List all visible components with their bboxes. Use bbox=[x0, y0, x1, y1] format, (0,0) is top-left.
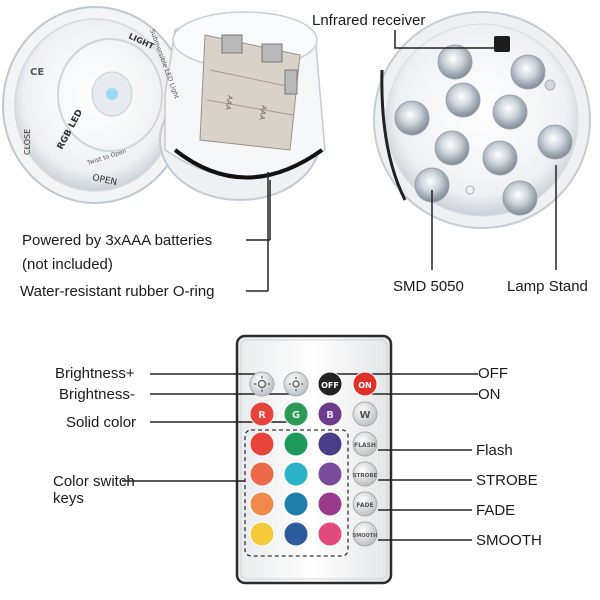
color-key-button[interactable] bbox=[283, 461, 309, 487]
brightness-down-icon bbox=[289, 377, 303, 391]
w-button-label: W bbox=[359, 410, 370, 421]
color-key-button[interactable] bbox=[317, 491, 343, 517]
g-button-label: G bbox=[292, 410, 300, 421]
fade-button-label: FADE bbox=[356, 502, 373, 509]
ce-mark: CE bbox=[30, 67, 44, 78]
color-key-button[interactable] bbox=[317, 431, 343, 457]
off-button[interactable] bbox=[317, 371, 343, 397]
brightness-down-label: Brightness- bbox=[59, 386, 135, 403]
color-switch-label: Color switch bbox=[53, 473, 135, 490]
close-print: CLOSE bbox=[23, 129, 32, 155]
smd-5050-label: SMD 5050 bbox=[393, 278, 464, 295]
brightness-up-label: Brightness+ bbox=[55, 365, 135, 382]
logo-icon bbox=[106, 88, 118, 100]
color-key-button[interactable] bbox=[249, 521, 275, 547]
color-switch-keys-label: keys bbox=[53, 490, 84, 507]
top-leader-lines bbox=[246, 30, 557, 292]
color-key-button[interactable] bbox=[249, 461, 275, 487]
aaa-print-1: AAA bbox=[223, 95, 233, 111]
device-battery-base bbox=[159, 11, 326, 201]
off-label: OFF bbox=[478, 365, 508, 382]
white-solid-button[interactable] bbox=[352, 401, 378, 427]
color-key-button[interactable] bbox=[249, 431, 275, 457]
solid-color-label: Solid color bbox=[66, 414, 137, 431]
strobe-button[interactable] bbox=[352, 461, 378, 487]
brightness-down-button[interactable] bbox=[283, 371, 309, 397]
color-keys-group bbox=[244, 429, 349, 557]
on-button[interactable] bbox=[352, 371, 378, 397]
on-button-label: ON bbox=[358, 381, 372, 390]
brightness-up-icon bbox=[254, 376, 270, 392]
color-key-button[interactable] bbox=[249, 491, 275, 517]
color-key-button[interactable] bbox=[283, 431, 309, 457]
led-face bbox=[373, 11, 591, 229]
infrared-receiver-chip bbox=[494, 36, 510, 52]
batteries-note-label: (not included) bbox=[22, 256, 113, 273]
battery-spring-contact bbox=[261, 43, 283, 63]
off-button-label: OFF bbox=[321, 381, 339, 390]
lamp-stand-label: Lamp Stand bbox=[507, 278, 588, 295]
rubber-o-ring bbox=[173, 148, 324, 180]
green-solid-button[interactable] bbox=[283, 401, 309, 427]
red-solid-button[interactable] bbox=[249, 401, 275, 427]
blue-solid-button[interactable] bbox=[317, 401, 343, 427]
color-key-button[interactable] bbox=[283, 491, 309, 517]
o-ring-label: Water-resistant rubber O-ring bbox=[20, 283, 215, 300]
smooth-label: SMOOTH bbox=[476, 532, 542, 549]
fade-button[interactable] bbox=[352, 491, 378, 517]
batteries-label: Powered by 3xAAA batteries bbox=[22, 232, 213, 249]
battery-spring-contact bbox=[221, 34, 243, 54]
color-key-button[interactable] bbox=[283, 521, 309, 547]
color-key-button[interactable] bbox=[317, 461, 343, 487]
flash-button[interactable] bbox=[352, 431, 378, 457]
strobe-label: STROBE bbox=[476, 472, 538, 489]
remote-leader-lines bbox=[122, 373, 478, 541]
smooth-button-label: SMOOTH bbox=[353, 533, 378, 539]
smooth-button[interactable] bbox=[352, 521, 378, 547]
on-label: ON bbox=[478, 386, 501, 403]
smd-5050-led-cluster bbox=[394, 44, 573, 216]
strobe-button-label: STROBE bbox=[353, 473, 378, 479]
flash-label: Flash bbox=[476, 442, 513, 459]
brightness-up-button[interactable] bbox=[249, 371, 275, 397]
aaa-print-2: AAA bbox=[257, 105, 267, 121]
infrared-receiver-label: Lnfrared receiver bbox=[312, 12, 426, 29]
remote-control bbox=[235, 334, 393, 585]
b-button-label: B bbox=[326, 410, 334, 421]
color-key-button[interactable] bbox=[317, 521, 343, 547]
color-switch-keys bbox=[249, 431, 343, 547]
r-button-label: R bbox=[258, 410, 266, 421]
flash-button-label: FLASH bbox=[354, 442, 376, 449]
fade-label: FADE bbox=[476, 502, 516, 519]
